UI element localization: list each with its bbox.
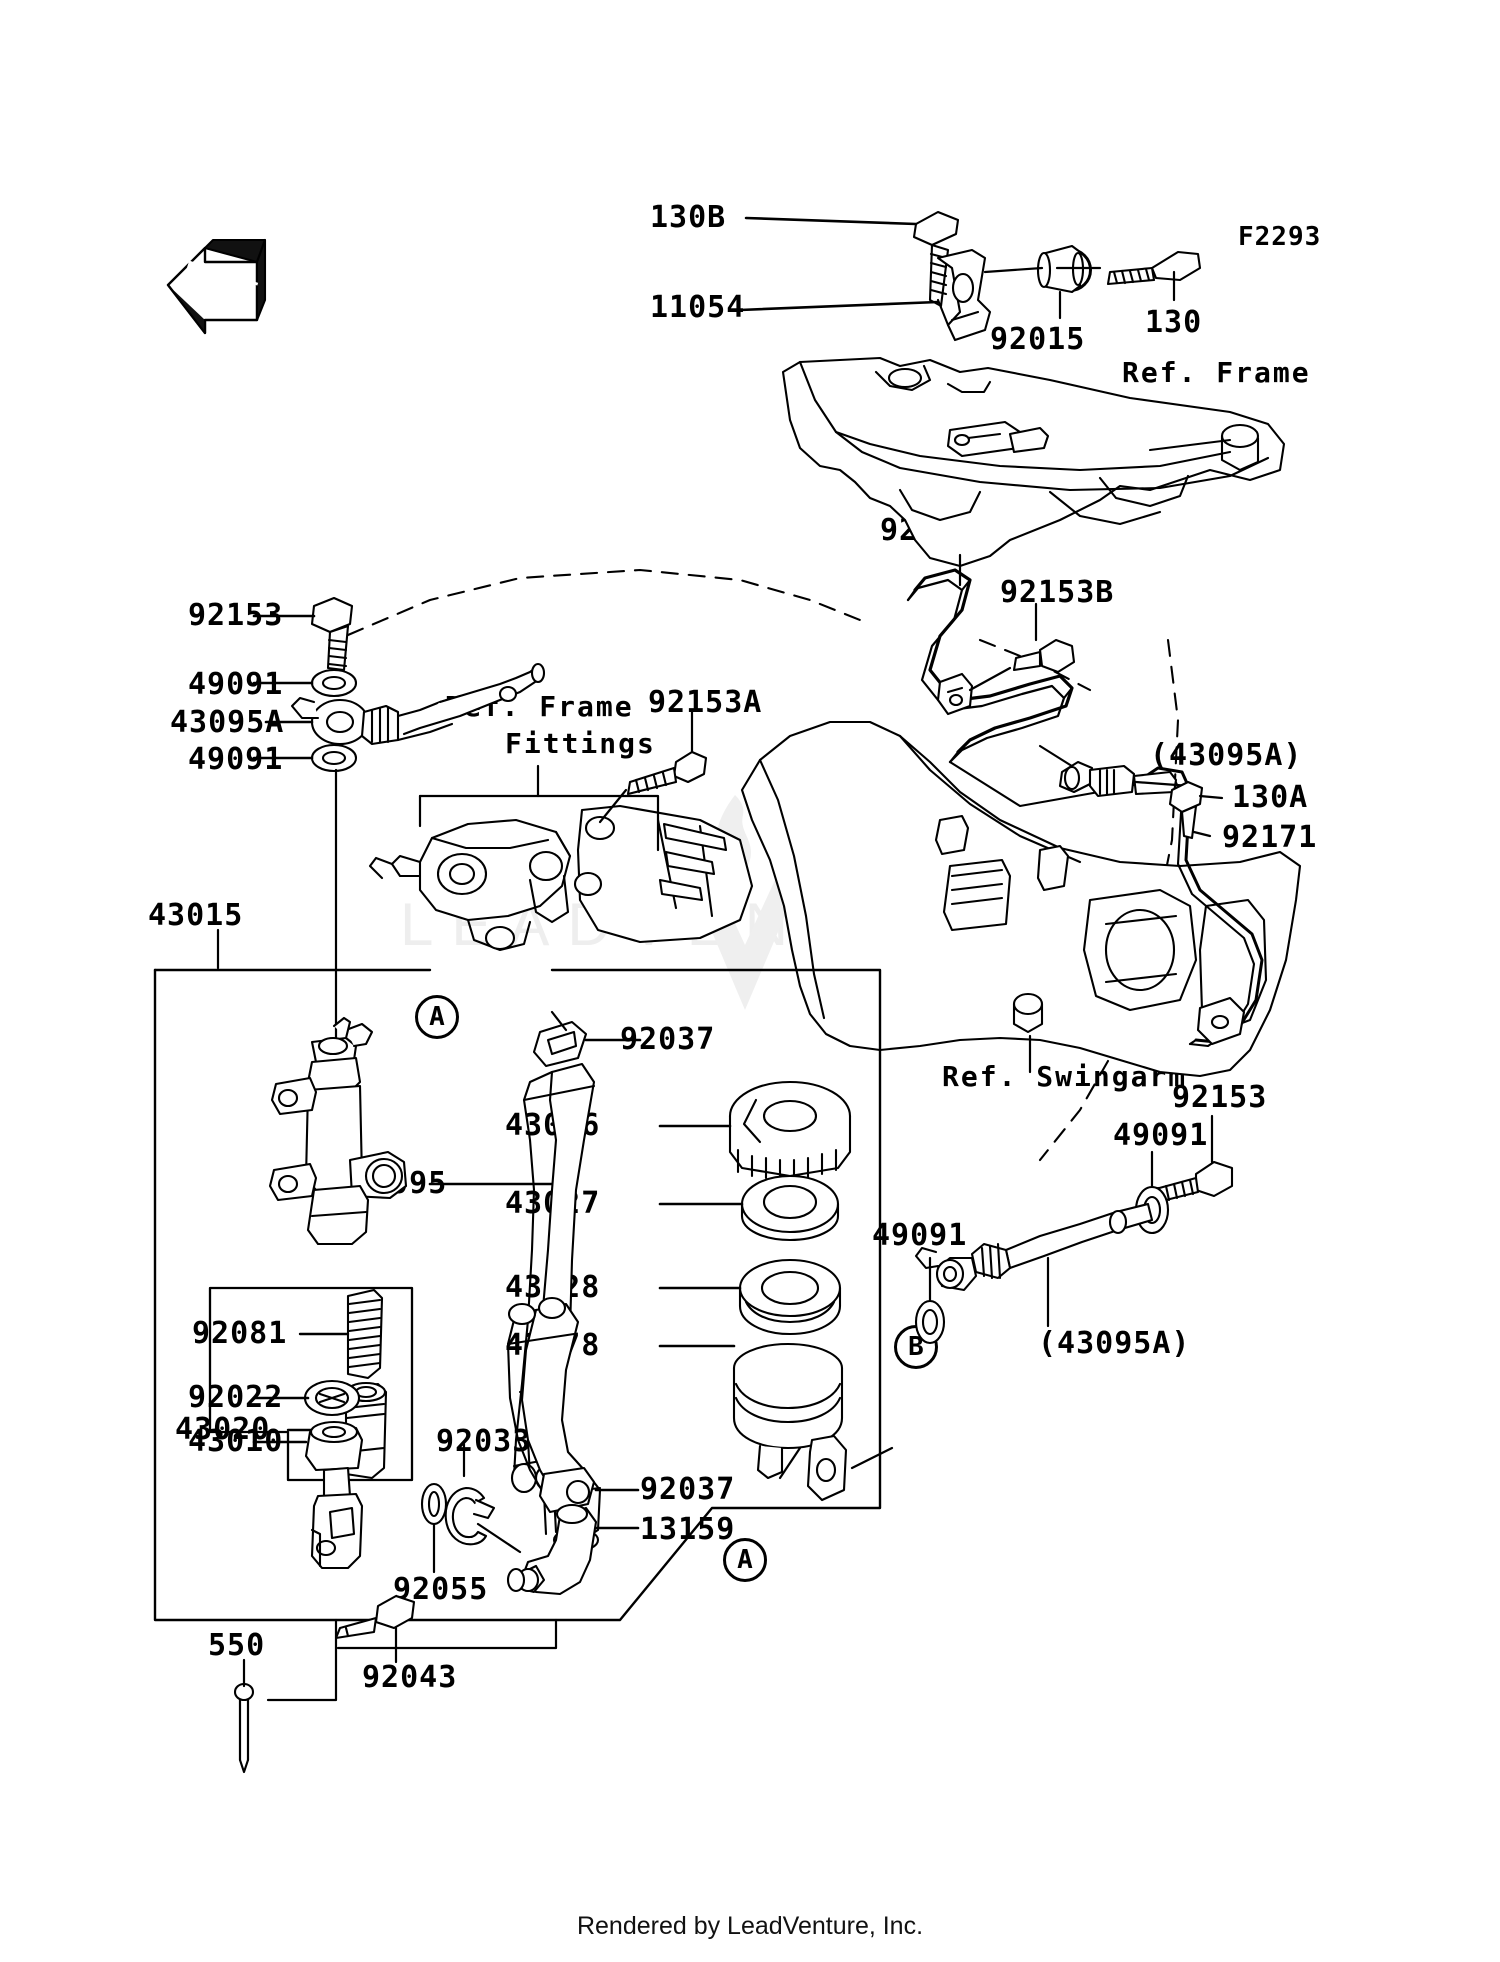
callout-b-top: B: [1048, 248, 1092, 292]
part-label-92037-upper: 92037: [620, 1022, 716, 1057]
diaphragm-43028: [738, 1258, 842, 1336]
part-label-43010: 43010: [188, 1424, 284, 1459]
part-label-13159: 13159: [640, 1512, 736, 1547]
part-label-92153-left: 92153: [188, 598, 284, 633]
part-label-130b: 130B: [650, 200, 727, 235]
part-label-49091-right-upper: 49091: [1113, 1118, 1209, 1153]
banjo-bolt-92153: [310, 596, 354, 672]
ref-swingarm-label: Ref. Swingarm: [942, 1060, 1188, 1093]
bolt-130b: [912, 210, 960, 308]
part-label-130a: 130A: [1232, 780, 1309, 815]
bolt-92153-right: [1148, 1160, 1234, 1206]
part-label-43027: 43027: [505, 1186, 601, 1221]
part-label-43028: 43028: [505, 1270, 601, 1305]
ref-frame-fittings-line1: Ref. Frame: [445, 690, 634, 723]
piston-43020: [344, 1381, 388, 1480]
sheet-code: F2293: [1238, 222, 1322, 252]
part-label-49091-lower: 49091: [188, 742, 284, 777]
part-label-92033: 92033: [436, 1424, 532, 1459]
part-label-43015: 43015: [148, 898, 244, 933]
master-cylinder-43015: [268, 1016, 408, 1246]
callout-b-lower: B: [894, 1325, 938, 1369]
cotter-pin-550: [233, 1682, 255, 1774]
part-label-11054: 11054: [650, 290, 746, 325]
part-label-92043: 92043: [362, 1660, 458, 1695]
clamp-92037-lower: [538, 1466, 596, 1514]
reservoir-43078: [732, 1342, 848, 1502]
part-label-49091-upper: 49091: [188, 667, 284, 702]
part-label-43078: 43078: [505, 1328, 601, 1363]
oring-92055: [420, 1482, 448, 1526]
part-label-92153b: 92153B: [1000, 575, 1115, 610]
hose-13159: [506, 1503, 598, 1596]
part-label-92171a: 92171A: [880, 513, 995, 548]
ref-frame-fittings-line2: Fittings: [505, 727, 656, 760]
part-label-43095: 43095: [352, 1166, 448, 1201]
part-label-43026: 43026: [505, 1108, 601, 1143]
part-label-550: 550: [208, 1628, 266, 1663]
clip-92033: [444, 1486, 496, 1546]
gasket-43027: [740, 1174, 840, 1242]
part-label-92153-right: 92153: [1172, 1080, 1268, 1115]
part-label-43095a-upper-right: (43095A): [1150, 738, 1303, 773]
part-label-43095a-left: 43095A: [170, 705, 285, 740]
washer-49091-right-upper: [1134, 1185, 1170, 1235]
part-label-49091-right-lower: 49091: [872, 1218, 968, 1253]
washer-49091-lower: [310, 743, 358, 773]
footer-credit: Rendered by LeadVenture, Inc.: [576, 1912, 924, 1940]
part-label-130: 130: [1145, 305, 1203, 340]
cap-43026: [728, 1080, 852, 1182]
ref-frame-label: Ref. Frame: [1122, 356, 1311, 389]
part-label-92081: 92081: [192, 1316, 288, 1351]
nipple-130a: [1168, 780, 1204, 840]
bracket-11054: [936, 248, 992, 342]
watermark-text: LEADVENTURE: [400, 891, 1042, 958]
seal-92022: [303, 1379, 361, 1417]
washer-49091-upper: [310, 668, 358, 698]
part-label-92022: 92022: [188, 1380, 284, 1415]
ref-frame-body: [781, 356, 1286, 568]
clamp-92037-upper: [532, 1020, 588, 1068]
callout-a-lower: A: [723, 1538, 767, 1582]
pushrod-43010: [304, 1420, 364, 1570]
part-label-92153a: 92153A: [648, 685, 763, 720]
part-label-92037-lower: 92037: [640, 1472, 736, 1507]
bolt-92153b: [1012, 638, 1076, 674]
part-label-43095a-lower-right: (43095A): [1038, 1326, 1191, 1361]
part-label-92015: 92015: [990, 322, 1086, 357]
bolt-130: [1106, 250, 1202, 286]
spring-92081: [346, 1288, 384, 1380]
part-label-92055: 92055: [393, 1572, 489, 1607]
front-marker-label: FRONT: [181, 256, 264, 304]
part-label-92171: 92171: [1222, 820, 1318, 855]
callout-a-upper: A: [415, 995, 459, 1039]
